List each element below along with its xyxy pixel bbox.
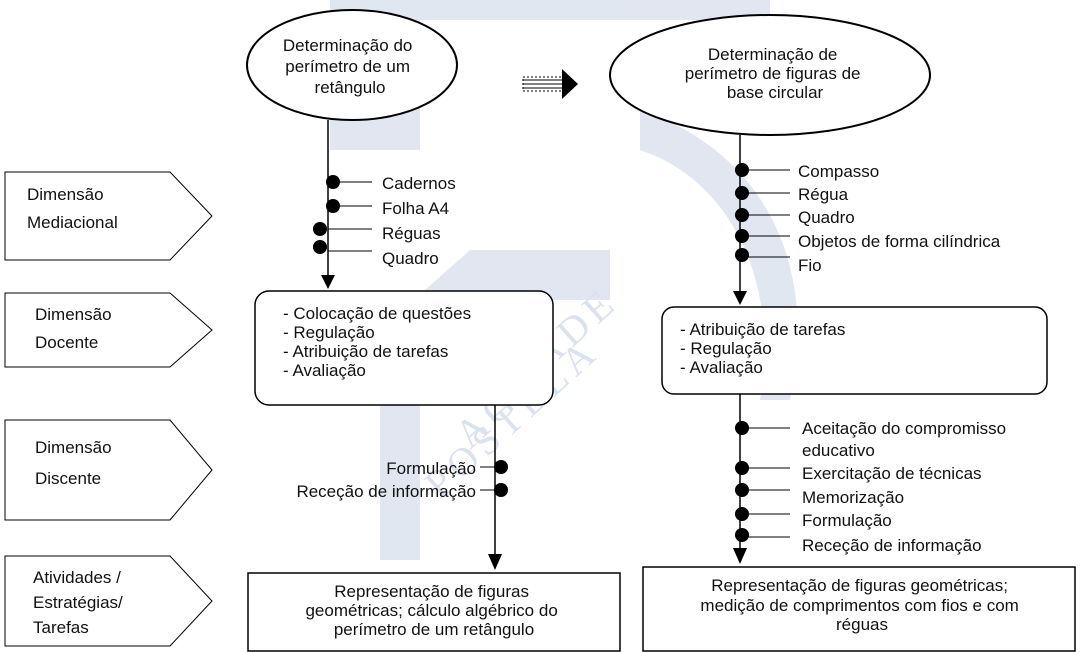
left-mediacional-item-2: Folha A4 [382, 199, 449, 218]
right-mediacional-items: Compasso Régua Quadro Objetos de forma c… [735, 162, 1001, 275]
bullet-dot-icon [735, 421, 749, 435]
dimension-docente-label: Dimensão Docente [35, 305, 116, 352]
left-mediacional-item-4: Quadro [382, 249, 439, 268]
dimension-atividades-line-2: Estratégias/ [33, 593, 123, 612]
dimension-atividades-line-3: Tarefas [33, 618, 89, 637]
bullet-dot-icon [494, 460, 508, 474]
right-title-line-2: perímetro de figuras de [685, 64, 861, 83]
dimension-docente-line-1: Dimensão [35, 305, 112, 324]
dimension-atividades-line-1: Atividades / [33, 568, 121, 587]
left-docente-item-4: - Avaliação [283, 361, 366, 380]
right-title-ellipse [609, 14, 931, 136]
bullet-dot-icon [313, 222, 327, 236]
right-title: Determinação de perímetro de figuras de … [685, 45, 866, 102]
dimension-mediacional-line-2: Mediacional [27, 213, 118, 232]
left-mediacional-item-1: Cadernos [382, 174, 456, 193]
dimension-docente-line-2: Docente [35, 333, 98, 352]
dimension-atividades-box [4, 555, 213, 647]
right-atividades-box [642, 566, 1076, 652]
left-arrowhead-2-icon [488, 554, 502, 570]
bullet-dot-icon [326, 175, 340, 189]
right-docente-box [661, 306, 1048, 395]
bullet-dot-icon [735, 229, 749, 243]
bullet-dot-icon [735, 163, 749, 177]
bullet-dot-icon [313, 240, 327, 254]
right-arrowhead-2-icon [733, 548, 747, 564]
right-title-line-1: Determinação de [708, 45, 837, 64]
left-discente-item-2: Receção de informação [296, 482, 476, 501]
left-title-line-1: Determinação do [283, 36, 412, 55]
right-mediacional-item-1: Compasso [798, 162, 879, 181]
bullet-dot-icon [735, 528, 749, 542]
right-docente-item-3: - Avaliação [680, 358, 763, 377]
dimension-discente-line-1: Dimensão [35, 438, 112, 457]
left-docente-box [254, 290, 554, 406]
left-atividades-text: Representação de figuras geométricas; cá… [305, 582, 562, 639]
bullet-dot-icon [735, 483, 749, 497]
right-docente-list: - Atribuição de tarefas - Regulação - Av… [680, 320, 850, 377]
left-arrowhead-1-icon [321, 275, 335, 289]
left-atividades-line-1: Representação de figuras [334, 582, 529, 601]
left-atividades-line-2: geométricas; cálculo algébrico do [305, 601, 557, 620]
right-atividades-line-2: medição de comprimentos com fios e com [700, 596, 1018, 615]
left-atividades-box [247, 572, 621, 652]
left-docente-item-3: - Atribuição de tarefas [283, 342, 448, 361]
right-discente-item-1: Aceitação do compromisso [802, 419, 1006, 438]
right-mediacional-item-4: Objetos de forma cilíndrica [798, 232, 1001, 251]
left-docente-list: - Colocação de questões - Regulação - At… [283, 304, 476, 380]
left-atividades-line-3: perímetro de um retângulo [334, 620, 534, 639]
bullet-dot-icon [735, 208, 749, 222]
left-title-line-2: perímetro de um [285, 57, 410, 76]
right-discente-item-6: Receção de informação [802, 536, 982, 555]
right-discente-item-3: Exercitação de técnicas [802, 464, 982, 483]
left-discente-items: Formulação Receção de informação [296, 459, 508, 501]
left-docente-item-1: - Colocação de questões [283, 304, 471, 323]
left-title-ellipse [246, 9, 458, 121]
left-mediacional-item-3: Réguas [382, 224, 441, 243]
dimension-discente-label: Dimensão Discente [35, 438, 116, 488]
dimension-discente-box [4, 419, 213, 521]
right-atividades-line-3: réguas [836, 615, 888, 634]
left-title: Determinação do perímetro de um retângul… [283, 36, 417, 97]
transition-arrow-icon [522, 69, 578, 99]
right-discente-items: Aceitação do compromisso educativo Exerc… [735, 419, 1006, 555]
right-docente-item-1: - Atribuição de tarefas [680, 320, 845, 339]
dimension-mediacional-box [4, 171, 213, 261]
left-discente-item-1: Formulação [386, 459, 476, 478]
bullet-dot-icon [326, 199, 340, 213]
dimension-mediacional-label: Dimensão Mediacional [27, 185, 118, 232]
right-atividades-line-1: Representação de figuras geométricas; [711, 576, 1008, 595]
bullet-dot-icon [494, 483, 508, 497]
left-docente-item-2: - Regulação [283, 323, 375, 342]
left-title-line-3: retângulo [315, 78, 386, 97]
right-title-line-3: base circular [727, 83, 824, 102]
bullet-dot-icon [735, 461, 749, 475]
right-mediacional-item-3: Quadro [798, 208, 855, 227]
right-discente-item-4: Memorização [802, 488, 904, 507]
dimension-discente-line-2: Discente [35, 469, 101, 488]
dimension-atividades-label: Atividades / Estratégias/ Tarefas [33, 568, 128, 637]
right-mediacional-item-2: Régua [798, 185, 849, 204]
right-docente-item-2: - Regulação [680, 339, 772, 358]
dimension-mediacional-line-1: Dimensão [27, 185, 104, 204]
right-mediacional-item-5: Fio [798, 256, 822, 275]
bullet-dot-icon [735, 186, 749, 200]
right-discente-item-2: educativo [802, 441, 875, 460]
left-mediacional-items: Cadernos Folha A4 Réguas Quadro [313, 174, 456, 268]
right-atividades-text: Representação de figuras geométricas; me… [700, 576, 1023, 634]
right-arrowhead-1-icon [733, 291, 747, 305]
right-discente-item-5: Formulação [802, 511, 892, 530]
bullet-dot-icon [735, 507, 749, 521]
bullet-dot-icon [735, 248, 749, 262]
dimension-docente-box [4, 292, 213, 368]
